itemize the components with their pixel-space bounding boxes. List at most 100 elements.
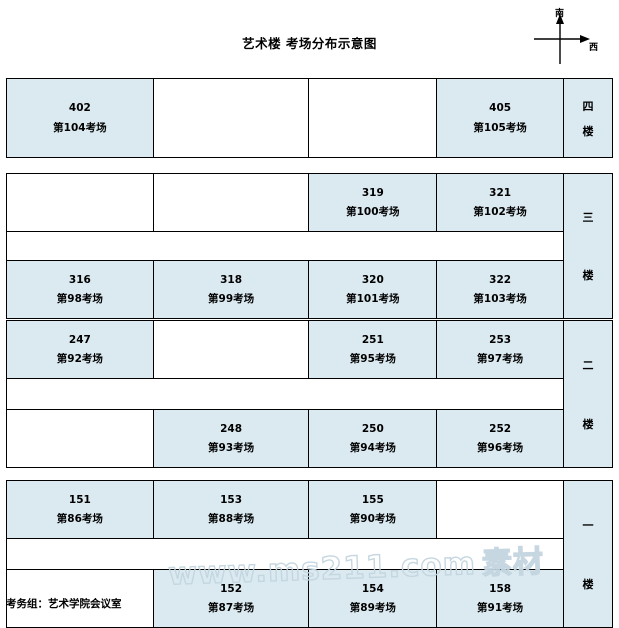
compass-axes-icon — [534, 14, 590, 64]
room-number: 154 — [361, 582, 384, 595]
room-number: 248 — [220, 422, 243, 435]
floor-label-line2: 楼 — [582, 577, 594, 591]
room-number: 321 — [489, 186, 512, 199]
room-number: 247 — [68, 333, 91, 346]
empty-cell — [153, 174, 310, 231]
exam-room-label: 第93考场 — [208, 442, 255, 454]
exam-room-label: 第99考场 — [208, 293, 255, 305]
floor-label-line1: 一 — [582, 518, 594, 532]
room-cell[interactable]: 248 第93考场 — [153, 410, 310, 467]
corridor — [7, 539, 563, 569]
room-number: 402 — [68, 102, 91, 114]
room-row: 152 第87考场 154 第89考场 158 第91考场 — [7, 569, 563, 627]
rooms-area: 247 第92考场 251 第95考场 253 第97考场 248 第93考场 250 第94考场… — [7, 321, 564, 467]
room-row: 248 第93考场 250 第94考场 252 第96考场 — [7, 409, 563, 467]
floor-label-line1: 二 — [582, 358, 594, 372]
room-number: 152 — [220, 582, 243, 595]
room-number: 405 — [489, 102, 512, 114]
room-number: 250 — [361, 422, 384, 435]
exam-room-label: 第89考场 — [349, 602, 396, 614]
room-number: 319 — [361, 186, 384, 199]
floor-block: 247 第92考场 251 第95考场 253 第97考场 248 第93考场 250 第94考场… — [6, 320, 613, 468]
exam-room-label: 第98考场 — [56, 293, 103, 305]
exam-room-label: 第97考场 — [477, 353, 524, 365]
floor-block: 402 第104考场 405 第105考场 四楼 — [6, 78, 613, 158]
room-cell[interactable]: 316 第98考场 — [7, 261, 154, 318]
exam-room-label: 第87考场 — [208, 602, 255, 614]
empty-cell — [7, 174, 154, 231]
room-row: 247 第92考场 251 第95考场 253 第97考场 — [7, 321, 563, 379]
empty-cell — [309, 79, 438, 157]
room-cell[interactable]: 321 第102考场 — [437, 174, 563, 231]
room-cell[interactable]: 247 第92考场 — [7, 321, 154, 378]
exam-room-label: 第105考场 — [473, 121, 527, 134]
room-cell[interactable]: 318 第99考场 — [153, 261, 310, 318]
room-number: 158 — [489, 582, 512, 595]
room-number: 251 — [361, 333, 384, 346]
room-number: 151 — [68, 493, 91, 506]
room-row: 402 第104考场 405 第105考场 — [7, 79, 563, 157]
rooms-area: 402 第104考场 405 第105考场 — [7, 79, 564, 157]
exam-room-label: 第96考场 — [477, 442, 524, 454]
exam-room-label: 第94考场 — [349, 442, 396, 454]
empty-cell — [153, 321, 310, 378]
room-number: 318 — [220, 273, 243, 286]
compass-east-label: 西 — [589, 43, 599, 53]
floor-label-line1: 三 — [582, 211, 594, 224]
room-number: 320 — [361, 273, 384, 286]
corridor — [7, 379, 563, 409]
room-cell[interactable]: 153 第88考场 — [153, 481, 310, 538]
floor-label-line2: 楼 — [582, 124, 594, 138]
room-cell[interactable]: 402 第104考场 — [7, 79, 154, 157]
compass-rose: 南 西 — [528, 4, 614, 66]
room-number: 253 — [489, 333, 512, 346]
empty-cell — [437, 481, 563, 538]
floor-label: 一楼 — [564, 481, 612, 627]
exam-room-label: 第88考场 — [208, 513, 255, 525]
room-cell[interactable]: 158 第91考场 — [437, 570, 563, 627]
exam-room-label: 第103考场 — [473, 293, 527, 305]
room-cell[interactable]: 320 第101考场 — [309, 261, 438, 318]
exam-room-label: 第102考场 — [473, 206, 527, 218]
floor-label: 二楼 — [564, 321, 612, 467]
room-number: 316 — [68, 273, 91, 286]
room-cell[interactable]: 250 第94考场 — [309, 410, 438, 467]
floor-label-line2: 楼 — [582, 417, 594, 431]
room-cell[interactable]: 253 第97考场 — [437, 321, 563, 378]
room-number: 322 — [489, 273, 512, 286]
exam-room-label: 第95考场 — [349, 353, 396, 365]
corridor — [7, 232, 563, 260]
exam-room-label: 第90考场 — [349, 513, 396, 525]
room-number: 153 — [220, 493, 243, 506]
empty-cell — [153, 79, 310, 157]
room-cell[interactable]: 252 第96考场 — [437, 410, 563, 467]
floor-label-line2: 楼 — [582, 269, 594, 282]
exam-room-label: 第91考场 — [477, 602, 524, 614]
room-cell[interactable]: 322 第103考场 — [437, 261, 563, 318]
room-number: 155 — [361, 493, 384, 506]
room-row: 316 第98考场 318 第99考场 320 第101考场 322 第103考场 — [7, 260, 563, 318]
floor-label-line1: 四 — [582, 99, 594, 113]
exam-room-label: 第101考场 — [346, 293, 400, 305]
room-cell[interactable]: 405 第105考场 — [437, 79, 563, 157]
floor-label: 四楼 — [564, 79, 612, 157]
room-cell[interactable]: 155 第90考场 — [309, 481, 438, 538]
exam-office-note: 考务组：艺术学院会议室 — [6, 598, 122, 610]
room-number: 252 — [489, 422, 512, 435]
floor-label: 三楼 — [564, 174, 612, 318]
room-cell[interactable]: 154 第89考场 — [309, 570, 438, 627]
compass-north-label: 南 — [555, 9, 565, 19]
exam-room-label: 第92考场 — [56, 353, 103, 365]
page-title: 艺术楼 考场分布示意图 — [242, 36, 377, 51]
exam-room-label: 第104考场 — [53, 121, 107, 134]
empty-cell — [7, 410, 154, 467]
room-cell[interactable]: 152 第87考场 — [153, 570, 310, 627]
room-cell[interactable]: 251 第95考场 — [309, 321, 438, 378]
